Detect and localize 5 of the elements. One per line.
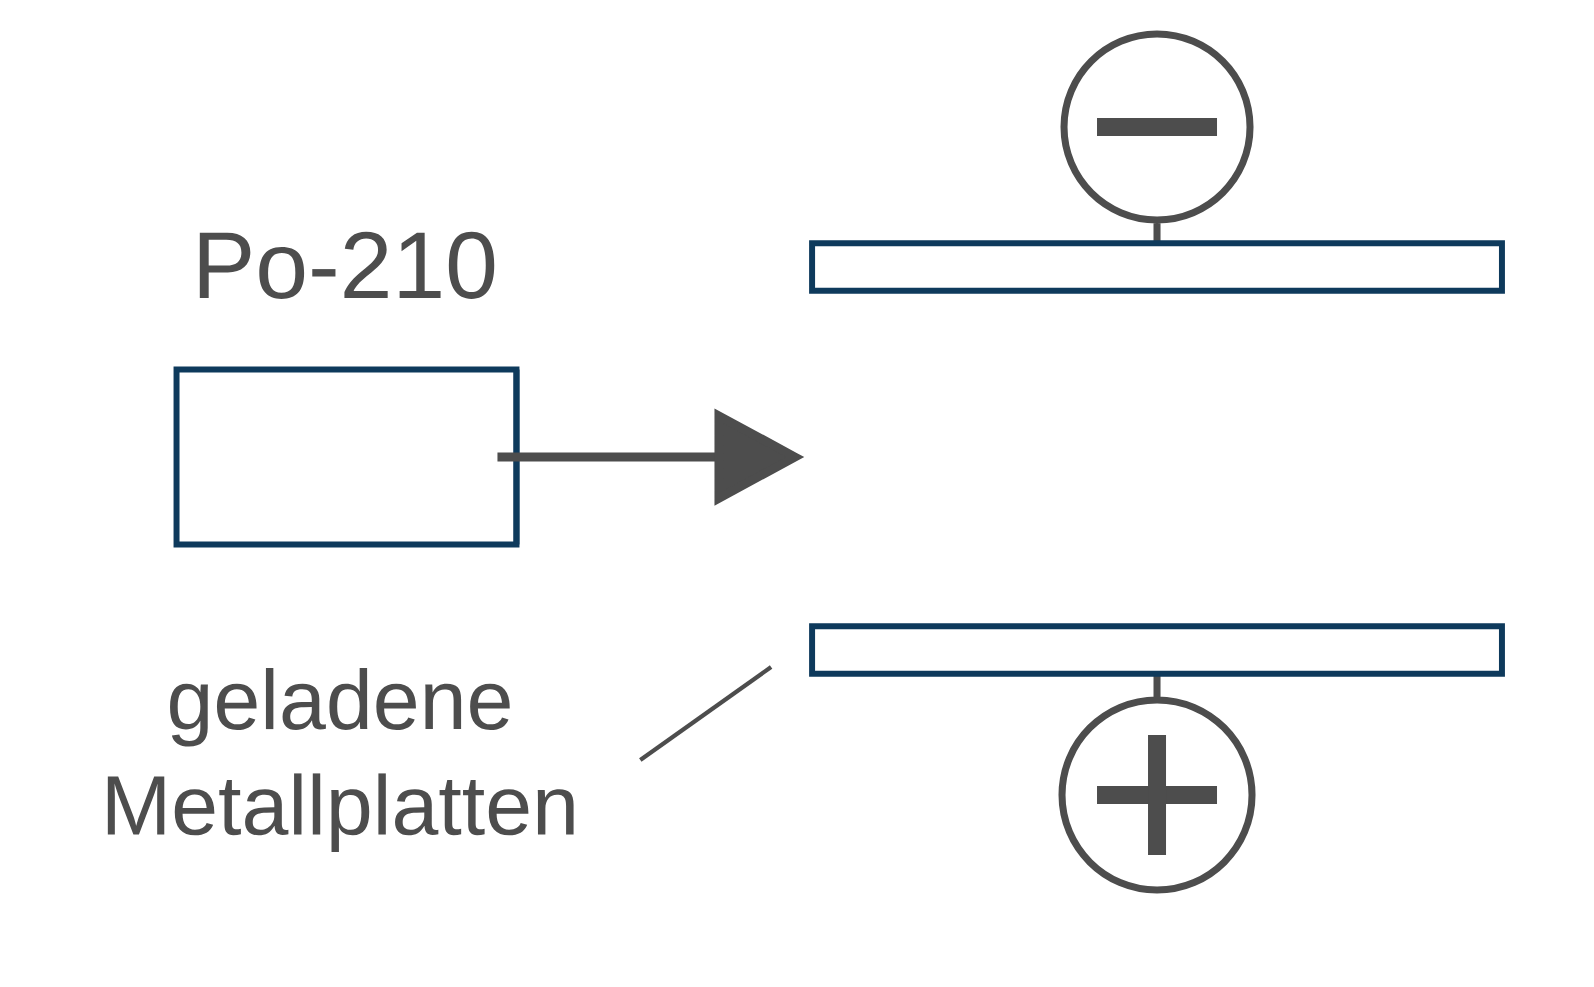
metal-plate [809, 240, 1505, 294]
leader-line [639, 665, 773, 762]
source-label: Po-210 [199, 231, 495, 299]
metal-plate [809, 623, 1505, 677]
plate-label: geladene Metallplatten [107, 668, 574, 852]
